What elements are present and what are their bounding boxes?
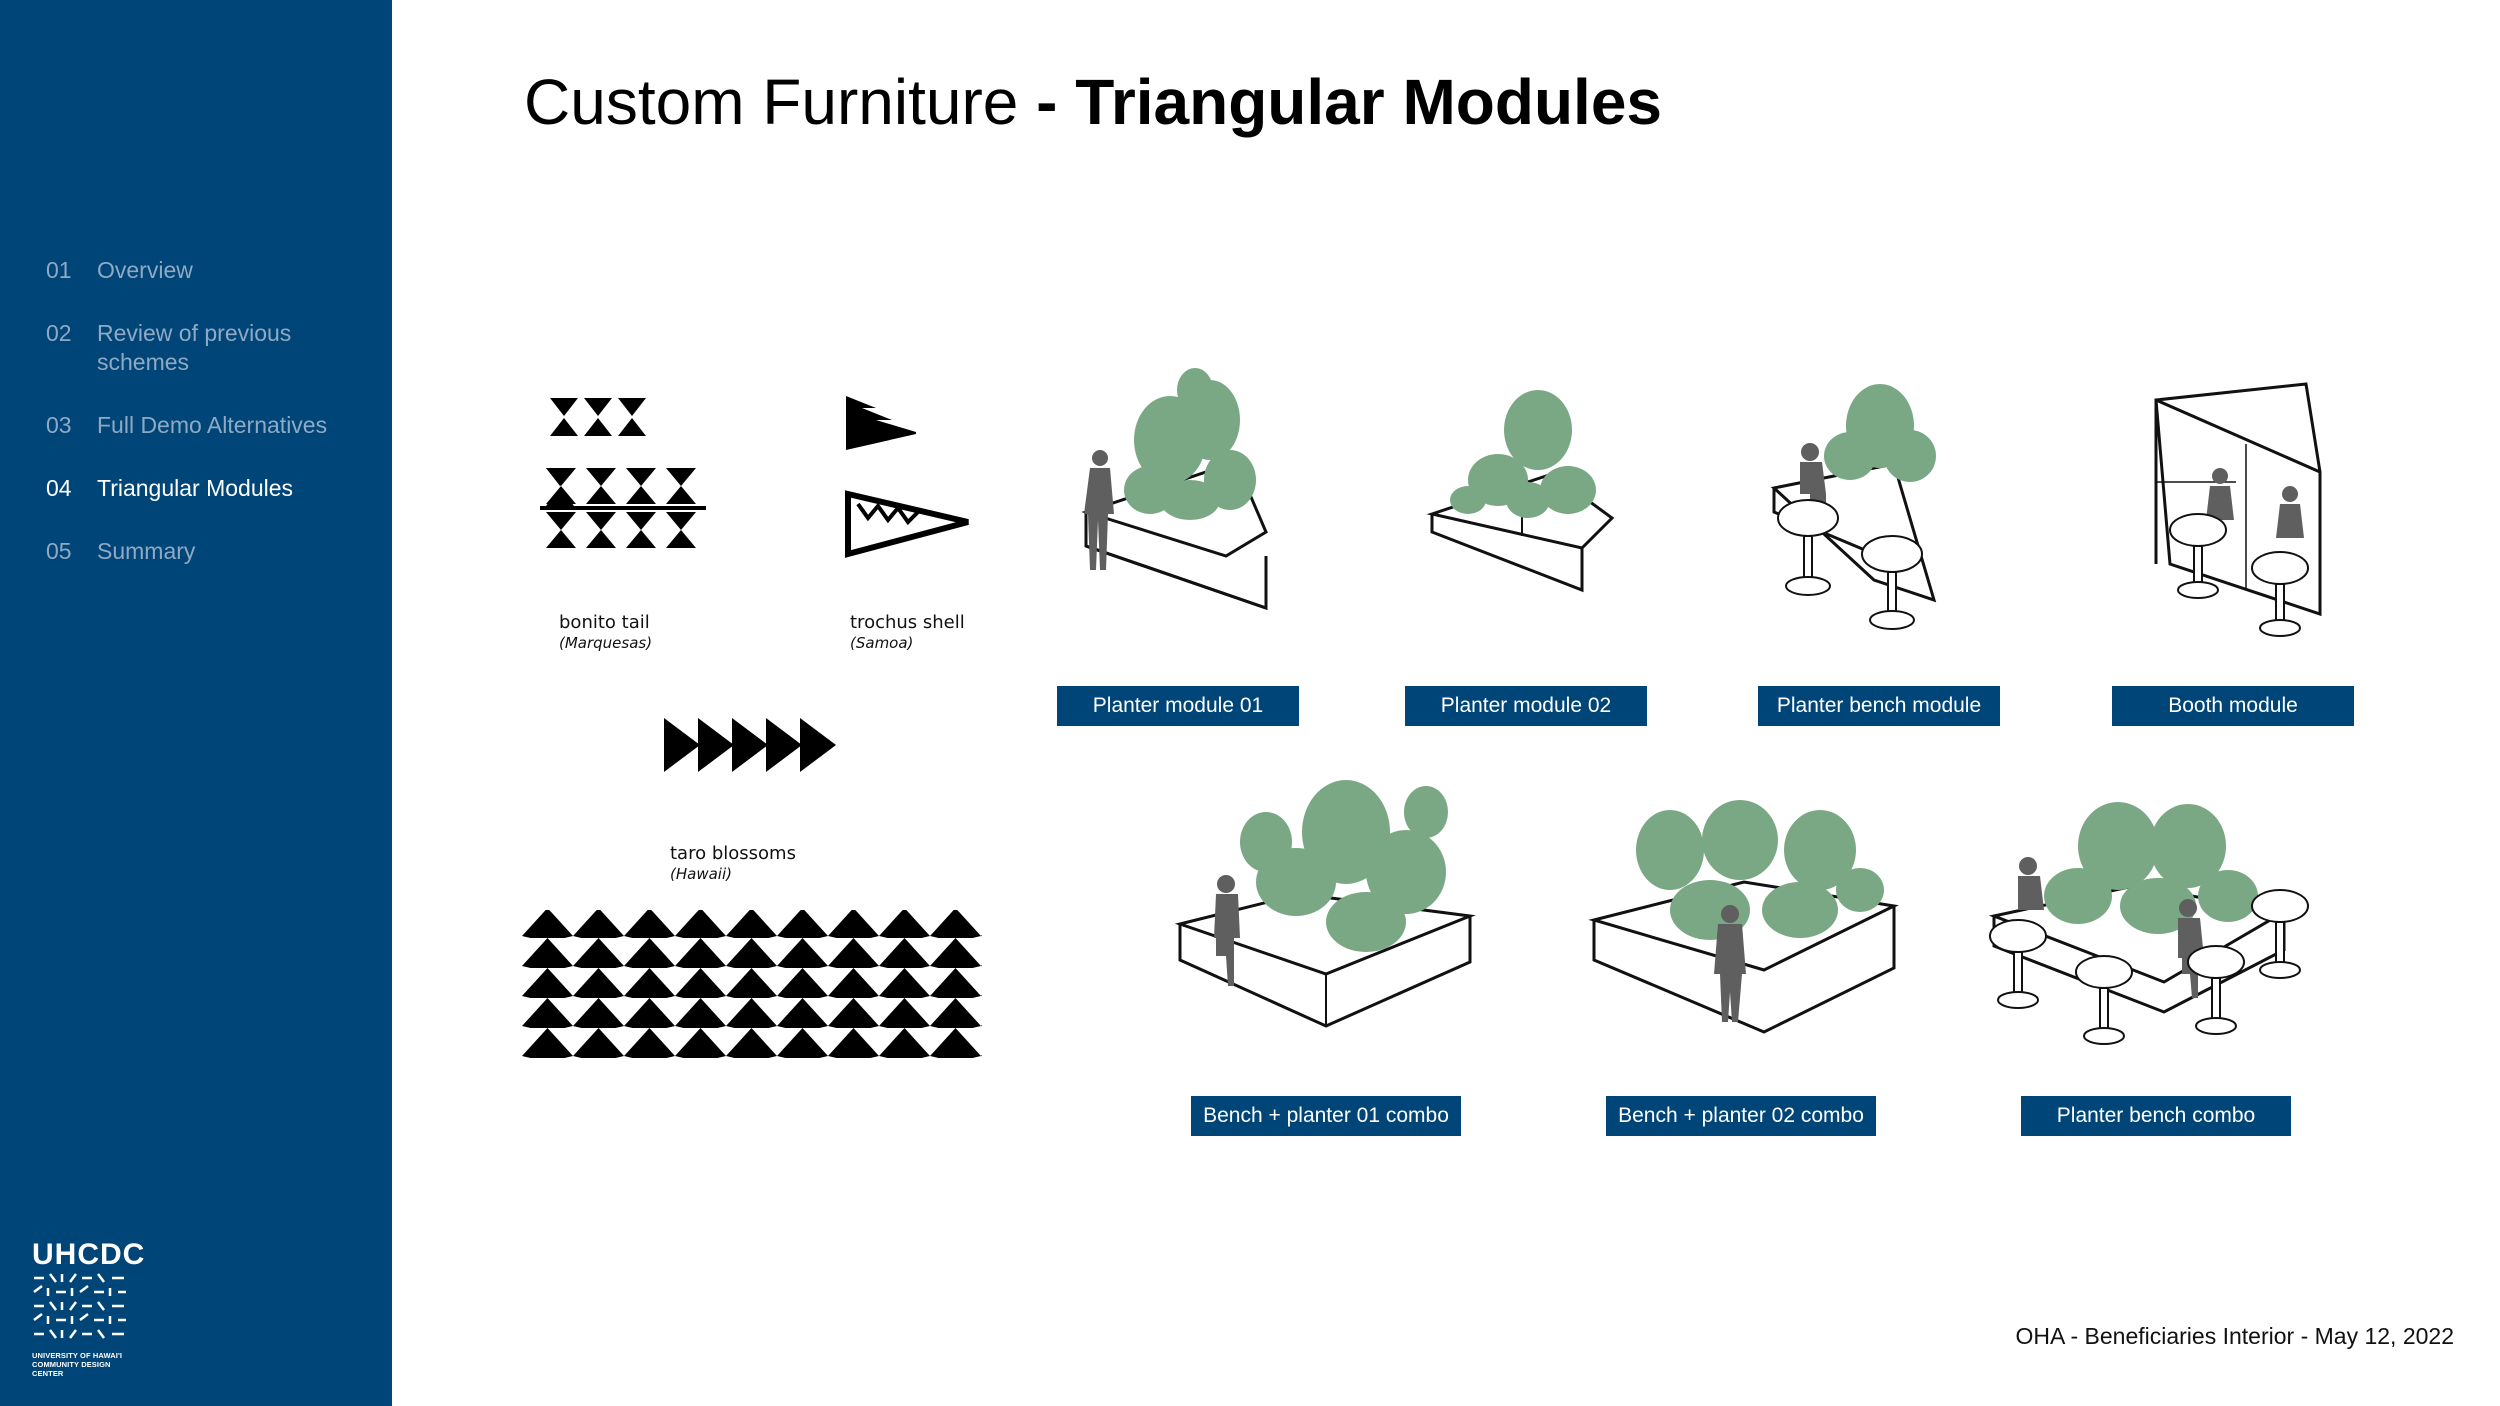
bench-planter-02-combo-illustration (1588, 800, 1899, 1034)
pattern-origin: (Hawaii) (670, 865, 732, 883)
module-label-bench-planter-02-combo: Bench + planter 02 combo (1606, 1096, 1876, 1136)
module-label-planter-bench-combo: Planter bench combo (2021, 1096, 2291, 1136)
sidebar: 01 Overview 02 Review of previous scheme… (0, 0, 392, 1406)
nav-item-overview[interactable]: 01 Overview (46, 256, 376, 285)
planter-bench-combo-illustration (1988, 802, 2309, 1045)
planter-bench-module-illustration (1770, 384, 1937, 630)
pattern-name: trochus shell (850, 612, 965, 633)
section-nav: 01 Overview 02 Review of previous scheme… (46, 256, 376, 600)
bonito-tail-caption: bonito tail (Marquesas) (559, 612, 652, 653)
page-title-regular: Custom Furniture (524, 66, 1019, 138)
nav-item-number: 05 (46, 538, 72, 564)
footer-project-date: OHA - Beneficiaries Interior - May 12, 2… (2015, 1323, 2454, 1349)
nav-item-triangular-modules[interactable]: 04 Triangular Modules (46, 474, 376, 503)
booth-module-illustration (2154, 382, 2322, 637)
logo-pattern-icon (33, 1273, 126, 1339)
nav-item-number: 01 (46, 257, 72, 283)
taro-blossoms-caption: taro blossoms (Hawaii) (670, 843, 796, 884)
pattern-name: taro blossoms (670, 843, 796, 864)
nav-item-label: Triangular Modules (97, 475, 294, 501)
logo-caption: UNIVERSITY OF HAWAI'I COMMUNITY DESIGN C… (32, 1351, 142, 1378)
nav-item-label: Summary (97, 538, 196, 564)
nav-item-label: Full Demo Alternatives (97, 412, 328, 438)
nav-item-number: 02 (46, 320, 72, 346)
bench-planter-01-combo-illustration (1174, 780, 1476, 1028)
module-label-planter-bench: Planter bench module (1758, 686, 2000, 726)
nav-item-number: 03 (46, 412, 72, 438)
nav-item-full-demo-alternatives[interactable]: 03 Full Demo Alternatives (46, 411, 376, 440)
module-label-planter-01: Planter module 01 (1057, 686, 1299, 726)
pattern-origin: (Marquesas) (559, 634, 653, 652)
chevron-arrows-pattern (664, 718, 836, 772)
module-label-booth: Booth module (2112, 686, 2354, 726)
module-label-bench-planter-01-combo: Bench + planter 01 combo (1191, 1096, 1461, 1136)
page-title: Custom Furniture - Triangular Modules (524, 64, 1662, 140)
module-label-planter-02: Planter module 02 (1405, 686, 1647, 726)
pattern-origin: (Samoa) (850, 634, 914, 652)
pattern-name: bonito tail (559, 612, 650, 633)
logo-caption-line2: COMMUNITY DESIGN CENTER (32, 1360, 111, 1378)
triangle-band-pattern (522, 910, 982, 1058)
page-title-bold: - Triangular Modules (1036, 66, 1662, 138)
nav-item-review-previous-schemes[interactable]: 02 Review of previous schemes (46, 319, 376, 377)
logo-wordmark: UHCDC (32, 1238, 146, 1271)
logo-caption-line1: UNIVERSITY OF HAWAI'I (32, 1351, 123, 1360)
bonito-tail-pattern (540, 398, 706, 548)
planter-module-01-illustration (1081, 368, 1268, 611)
uhcdc-logo: UHCDC UNIVERSITY OF HAWAI'I COMMUNITY DE… (32, 1238, 146, 1379)
nav-item-label: Review of previous schemes (97, 320, 292, 375)
nav-item-label: Overview (97, 257, 193, 283)
trochus-shell-caption: trochus shell (Samoa) (850, 612, 965, 653)
nav-item-summary[interactable]: 05 Summary (46, 537, 376, 566)
nav-item-number: 04 (46, 475, 72, 501)
planter-module-02-illustration (1426, 390, 1615, 593)
trochus-shell-pattern (845, 396, 969, 558)
